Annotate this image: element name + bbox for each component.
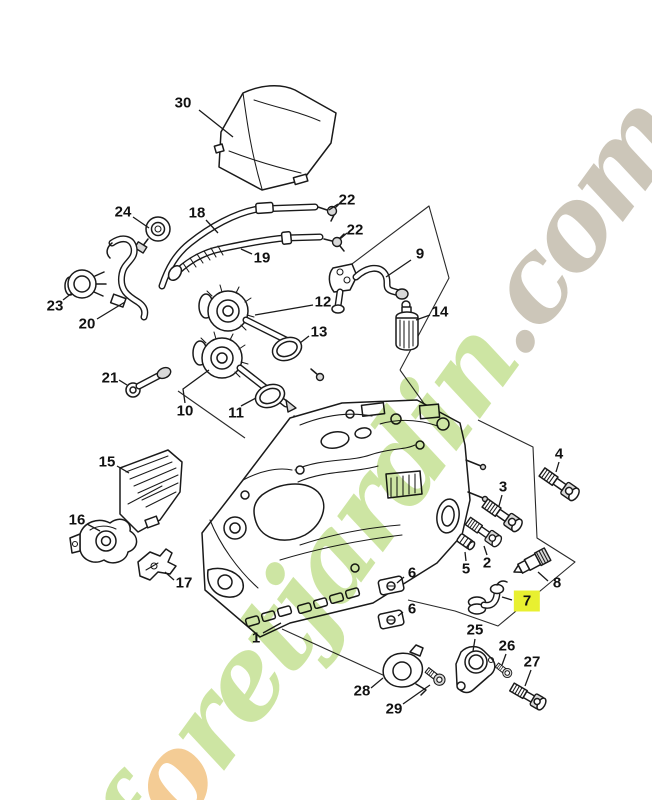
leader-line-2	[483, 545, 488, 556]
leader-line-6	[397, 611, 404, 617]
leader-line-22	[339, 232, 348, 240]
part-label-26[interactable]: 26	[498, 637, 516, 655]
part-15-baffle-drawing	[119, 449, 183, 533]
panel-frame-lines	[177, 205, 576, 677]
part-label-28[interactable]: 28	[353, 682, 371, 700]
part-26-screw-drawing	[494, 662, 513, 679]
leader-line-12	[254, 304, 314, 316]
part-17-lever-drawing	[137, 548, 177, 581]
leader-line-14	[415, 314, 431, 321]
part-10-pump-assembly-drawing	[192, 331, 297, 413]
part-6-nut-lower-drawing	[377, 609, 405, 630]
part-label-30[interactable]: 30	[174, 94, 192, 112]
part-label-9[interactable]: 9	[415, 245, 425, 263]
part-9-elbow-hose-drawing	[328, 263, 409, 314]
corrugation-lines	[182, 245, 224, 273]
part-21-impulse-hose-drawing	[125, 366, 172, 398]
part-label-10[interactable]: 10	[176, 402, 194, 420]
part-label-2[interactable]: 2	[482, 554, 492, 572]
part-22-connector-lower-drawing	[323, 233, 345, 252]
part-label-23[interactable]: 23	[46, 297, 64, 315]
part-6-nut-upper-drawing	[377, 575, 405, 596]
part-label-5[interactable]: 5	[461, 560, 471, 578]
part-3-screw-drawing	[481, 498, 523, 533]
leader-line-7	[501, 596, 513, 601]
leader-line-22	[328, 203, 339, 211]
leader-line-25	[472, 638, 476, 652]
part-label-18[interactable]: 18	[188, 204, 206, 222]
leader-line-18	[205, 219, 219, 234]
part-label-17[interactable]: 17	[175, 574, 193, 592]
part-label-25[interactable]: 25	[466, 621, 484, 639]
part-label-6[interactable]: 6	[407, 600, 417, 618]
part-2-screw-drawing	[464, 516, 503, 548]
leader-line-15	[116, 465, 130, 474]
part-label-20[interactable]: 20	[78, 315, 96, 333]
leader-line-26	[501, 653, 507, 666]
part-20-pipe-drawing	[106, 235, 149, 321]
part-25-bracket-drawing	[455, 645, 496, 694]
leader-line-17	[164, 571, 175, 581]
leader-line-3	[498, 494, 503, 507]
part-11-oring-drawing	[254, 383, 308, 428]
leader-line-23	[62, 292, 73, 301]
part-19-hose-drawing	[167, 230, 324, 282]
leader-line-28	[370, 677, 384, 689]
leader-line-24	[132, 216, 150, 229]
leader-line-9	[385, 259, 412, 278]
leader-line-27	[524, 669, 532, 687]
part-label-13[interactable]: 13	[310, 323, 328, 341]
leader-line-5	[464, 551, 467, 562]
part-label-14[interactable]: 14	[431, 303, 449, 321]
part-13-oring-drawing	[271, 336, 325, 382]
leader-line-20	[96, 301, 126, 320]
part-23-grommet-drawing	[64, 269, 107, 299]
part-label-12[interactable]: 12	[314, 293, 332, 311]
leader-line-10	[182, 369, 210, 404]
part-16-housing-drawing	[69, 518, 138, 564]
part-label-6[interactable]: 6	[407, 564, 417, 582]
part-label-21[interactable]: 21	[101, 369, 119, 387]
part-4-screw-drawing	[538, 467, 580, 502]
leader-line-13	[299, 335, 310, 344]
mounting-slots	[244, 587, 361, 628]
leader-line-21	[118, 379, 128, 386]
part-label-19[interactable]: 19	[253, 249, 271, 267]
part-14-fuel-filter-drawing	[395, 300, 419, 351]
part-18-hose-drawing	[158, 201, 319, 290]
leader-lines	[62, 109, 560, 705]
part-label-22[interactable]: 22	[346, 221, 364, 239]
part-5-plug-drawing	[456, 533, 476, 551]
part-label-1[interactable]: 1	[251, 629, 261, 647]
leader-line-19	[240, 248, 253, 255]
leader-line-16	[86, 523, 101, 532]
leader-line-6	[396, 576, 405, 584]
part-29-screw-drawing	[424, 667, 446, 686]
part-28-clamp-drawing	[382, 644, 427, 696]
part-label-22[interactable]: 22	[338, 191, 356, 209]
leader-line-29	[402, 684, 431, 705]
part-label-4[interactable]: 4	[554, 445, 564, 463]
part-label-16[interactable]: 16	[68, 511, 86, 529]
part-label-8[interactable]: 8	[552, 574, 562, 592]
part-label-29[interactable]: 29	[385, 700, 403, 718]
part-label-27[interactable]: 27	[523, 653, 541, 671]
part-label-15[interactable]: 15	[98, 453, 116, 471]
leader-line-8	[537, 571, 549, 582]
part-7-elbow-connector-drawing	[467, 580, 508, 615]
leader-line-1	[262, 622, 282, 634]
leader-line-11	[240, 397, 257, 407]
part-label-3[interactable]: 3	[498, 478, 508, 496]
leader-line-30	[198, 109, 234, 138]
part-8-valve-drawing	[513, 547, 552, 574]
part-label-11[interactable]: 11	[228, 404, 244, 422]
part-label-7-highlighted[interactable]: 7	[513, 590, 541, 612]
part-label-24[interactable]: 24	[114, 203, 132, 221]
part-27-bolt-drawing	[509, 682, 547, 711]
part-30-cover-drawing	[213, 85, 337, 191]
leader-line-4	[555, 461, 560, 473]
